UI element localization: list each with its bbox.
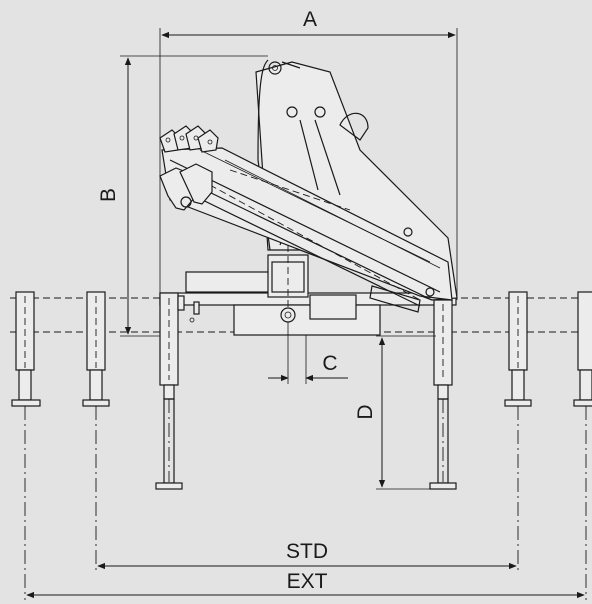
slewing-pin-center <box>284 311 292 319</box>
boom-base-cylinder <box>369 285 421 313</box>
boom-hook-pin-1 <box>165 137 171 143</box>
boom-lower-hook-2 <box>179 163 213 205</box>
crane-boom <box>159 125 453 313</box>
boom-section-line-1 <box>169 159 441 293</box>
boom-pivot-pin <box>425 287 435 297</box>
column-slot <box>339 112 369 141</box>
base-small-fitting <box>193 301 200 315</box>
column-mid-pin-left <box>286 106 298 118</box>
outer-left-leg-rod <box>18 369 32 401</box>
column-top-pin <box>268 61 282 75</box>
boom-hook-eye <box>180 196 192 208</box>
dimension-c-label: C <box>322 352 337 375</box>
dimension-a-label: A <box>303 8 317 31</box>
outer-right-stabilizer-leg <box>573 291 592 407</box>
outer-right-leg-rod <box>579 369 592 401</box>
dimension-d: D <box>354 335 436 490</box>
dimension-a: A <box>159 8 458 335</box>
column-mid-pin-right <box>314 106 326 118</box>
dimension-std-label: STD <box>286 540 328 563</box>
main-right-leg-collar <box>437 384 449 400</box>
base-upper-beam <box>185 271 275 293</box>
main-left-leg-foot <box>155 482 183 490</box>
main-left-leg-housing <box>159 292 179 386</box>
column-left-edge <box>257 59 271 251</box>
boom-upper-edge <box>224 159 441 269</box>
crane-base-frame <box>159 254 457 336</box>
boom-hidden-line-2 <box>209 184 421 301</box>
std-right-stabilizer-leg <box>504 291 532 407</box>
dimension-ext: EXT <box>26 570 585 599</box>
main-right-stabilizer-leg <box>429 299 457 490</box>
base-side-plate <box>309 294 357 320</box>
dimension-ext-label: EXT <box>287 570 328 593</box>
std-right-leg-rod <box>511 369 525 401</box>
dimension-b: B <box>97 55 268 337</box>
boom-section-line-3 <box>181 189 421 307</box>
boom-hidden-line-1 <box>229 169 351 211</box>
leg-centerlines <box>24 406 587 600</box>
std-right-leg-foot <box>504 399 532 407</box>
column-top-pin-center <box>272 65 278 71</box>
boom-hook-pin-3 <box>193 135 199 141</box>
boom-section-line-2 <box>175 175 433 301</box>
std-left-leg-rod <box>89 369 103 401</box>
dimension-b-label: B <box>97 188 120 202</box>
boom-head-hooks <box>159 125 219 211</box>
dimension-d-label: D <box>354 404 377 419</box>
std-left-stabilizer-leg <box>82 291 110 407</box>
dimension-std: STD <box>97 540 517 570</box>
std-left-leg-foot <box>82 399 110 407</box>
dimension-c: C <box>268 322 348 384</box>
main-left-stabilizer-leg <box>155 292 185 490</box>
outer-right-leg-foot <box>573 399 592 407</box>
main-left-leg-valve <box>177 295 185 311</box>
column-top-link <box>281 61 301 69</box>
boom-hook-pin-4 <box>207 139 213 145</box>
main-left-leg-collar <box>163 384 175 400</box>
base-lower-block <box>233 304 381 336</box>
outer-left-leg-foot <box>11 399 41 407</box>
boom-hook-pin-2 <box>179 135 185 141</box>
outer-right-leg-housing <box>577 291 592 371</box>
base-bolt-left <box>189 317 195 323</box>
outer-left-stabilizer-leg <box>11 291 41 407</box>
column-hydraulic-cylinder <box>299 119 341 196</box>
boom-cylinder-pin <box>403 227 413 237</box>
main-right-leg-foot <box>429 482 457 490</box>
column-slewing-housing <box>271 261 305 293</box>
